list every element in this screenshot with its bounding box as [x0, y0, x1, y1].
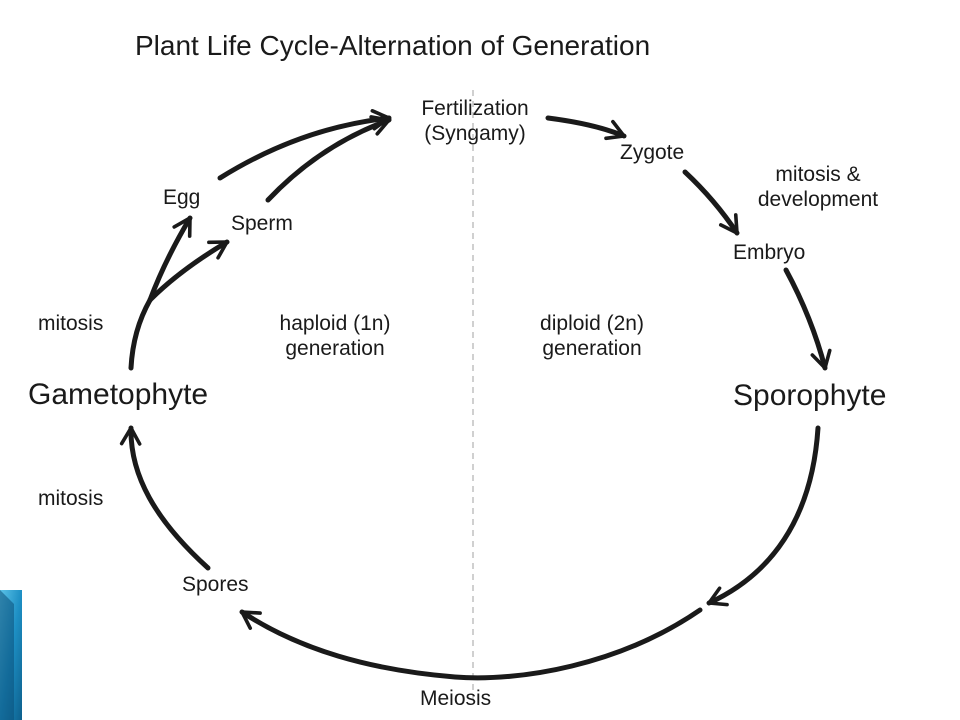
node-zygote: Zygote: [620, 141, 685, 164]
arrow-sperm-to-fertilization: [265, 115, 392, 203]
arrow-to-sperm: [147, 239, 230, 303]
arrow-meiosis-to-spores: [239, 607, 703, 681]
node-spores: Spores: [182, 573, 249, 596]
node-embryo: Embryo: [733, 241, 806, 264]
diploid-line1: diploid (2n): [540, 312, 644, 335]
arrow-gametophyte-stem: [128, 297, 153, 371]
arrow-embryo-to-sporophyte: [783, 267, 832, 371]
node-fertilization: Fertilization (Syngamy): [380, 96, 570, 146]
node-sporophyte: Sporophyte: [733, 379, 887, 412]
mitosis-development-line1: mitosis &: [775, 163, 861, 186]
arrow-fertilization-to-zygote: [545, 115, 627, 141]
node-gametophyte: Gametophyte: [28, 378, 209, 411]
node-egg: Egg: [163, 186, 201, 209]
diploid-line2: generation: [542, 337, 642, 361]
fertilization-label-line1: Fertilization: [421, 97, 529, 120]
fertilization-label-line2: (Syngamy): [424, 122, 526, 146]
region-diploid: diploid (2n) generation: [507, 311, 677, 361]
arrow-to-egg: [147, 215, 193, 303]
label-meiosis: Meiosis: [420, 687, 492, 710]
arrow-zygote-to-embryo: [682, 169, 740, 236]
diagram-title: Plant Life Cycle-Alternation of Generati…: [135, 30, 651, 61]
arrow-sporophyte-to-meiosis: [706, 425, 821, 607]
node-sperm: Sperm: [231, 212, 293, 235]
arrow-egg-to-fertilization: [217, 109, 392, 181]
label-mitosis-upper: mitosis: [38, 312, 104, 335]
haploid-line1: haploid (1n): [279, 312, 391, 335]
arrow-spores-to-gametophyte: [119, 425, 211, 571]
region-haploid: haploid (1n) generation: [250, 311, 420, 361]
corner-accent: [0, 590, 22, 720]
haploid-line2: generation: [285, 337, 385, 361]
mitosis-development-line2: development: [757, 188, 879, 212]
label-mitosis-development: mitosis & development: [728, 162, 908, 212]
label-mitosis-lower: mitosis: [38, 487, 104, 510]
